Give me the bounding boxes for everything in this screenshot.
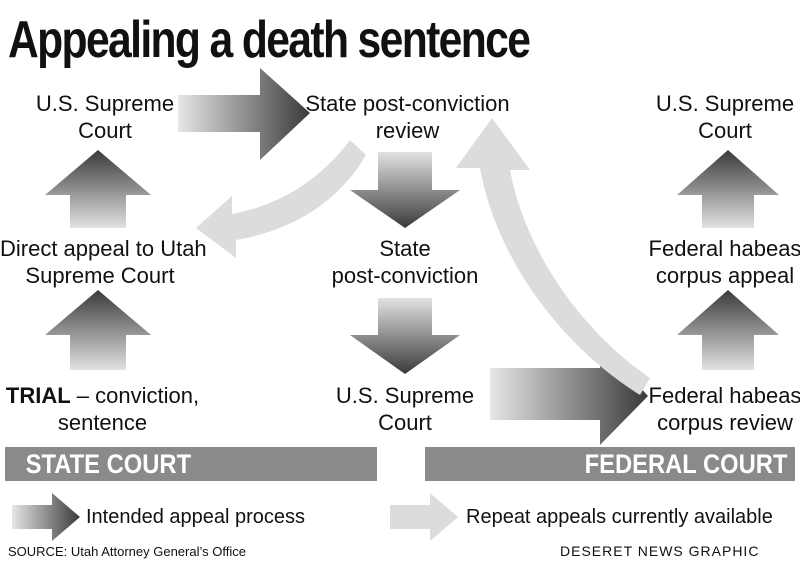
legend-dark-arrow-icon [12,493,80,541]
state-court-bar: STATE COURT [5,447,377,481]
node-state-supreme-court: U.S. Supreme Court [35,91,175,143]
arrow-review-to-state-pc [350,152,460,228]
source-note: SOURCE: Utah Attorney General’s Office [8,544,246,559]
arrow-direct-appeal-to-supreme [45,150,151,228]
node-federal-habeas-review: Federal habeas corpus review [648,383,800,435]
trial-bold-label: TRIAL [5,383,71,408]
repeat-arrow-habeas-to-state-review [456,118,650,395]
arrow-trial-to-direct-appeal [45,290,151,370]
legend-repeat-label: Repeat appeals currently available [466,506,773,528]
node-state-post-conviction: State post-conviction [331,236,479,288]
node-trial: TRIAL – conviction, sentence [5,383,200,435]
node-direct-appeal: Direct appeal to Utah Supreme Court [0,236,207,288]
node-federal-supreme-court: U.S. Supreme Court [655,91,795,143]
repeat-arrow-review-to-direct [196,140,366,258]
arrow-habeas-review-to-appeal [677,290,779,370]
legend-intended-label: Intended appeal process [86,506,306,528]
node-mid-supreme-court: U.S. Supreme Court [335,383,475,435]
federal-court-label: FEDERAL COURT [585,449,788,479]
arrow-habeas-appeal-to-supreme [677,150,779,228]
page-title: Appealing a death sentence [8,11,531,69]
legend-light-arrow-icon [390,493,458,541]
federal-court-bar: FEDERAL COURT [425,447,795,481]
node-state-post-conviction-review: State post-conviction review [305,91,510,143]
arrow-supreme-to-state-review [178,68,310,160]
node-federal-habeas-appeal: Federal habeas corpus appeal [648,236,800,288]
arrow-state-pc-to-mid-supreme [350,298,460,374]
credit-line: DESERET NEWS GRAPHIC [560,543,760,559]
trial-rest-label: – conviction, [70,383,200,408]
state-court-label: STATE COURT [25,449,192,479]
